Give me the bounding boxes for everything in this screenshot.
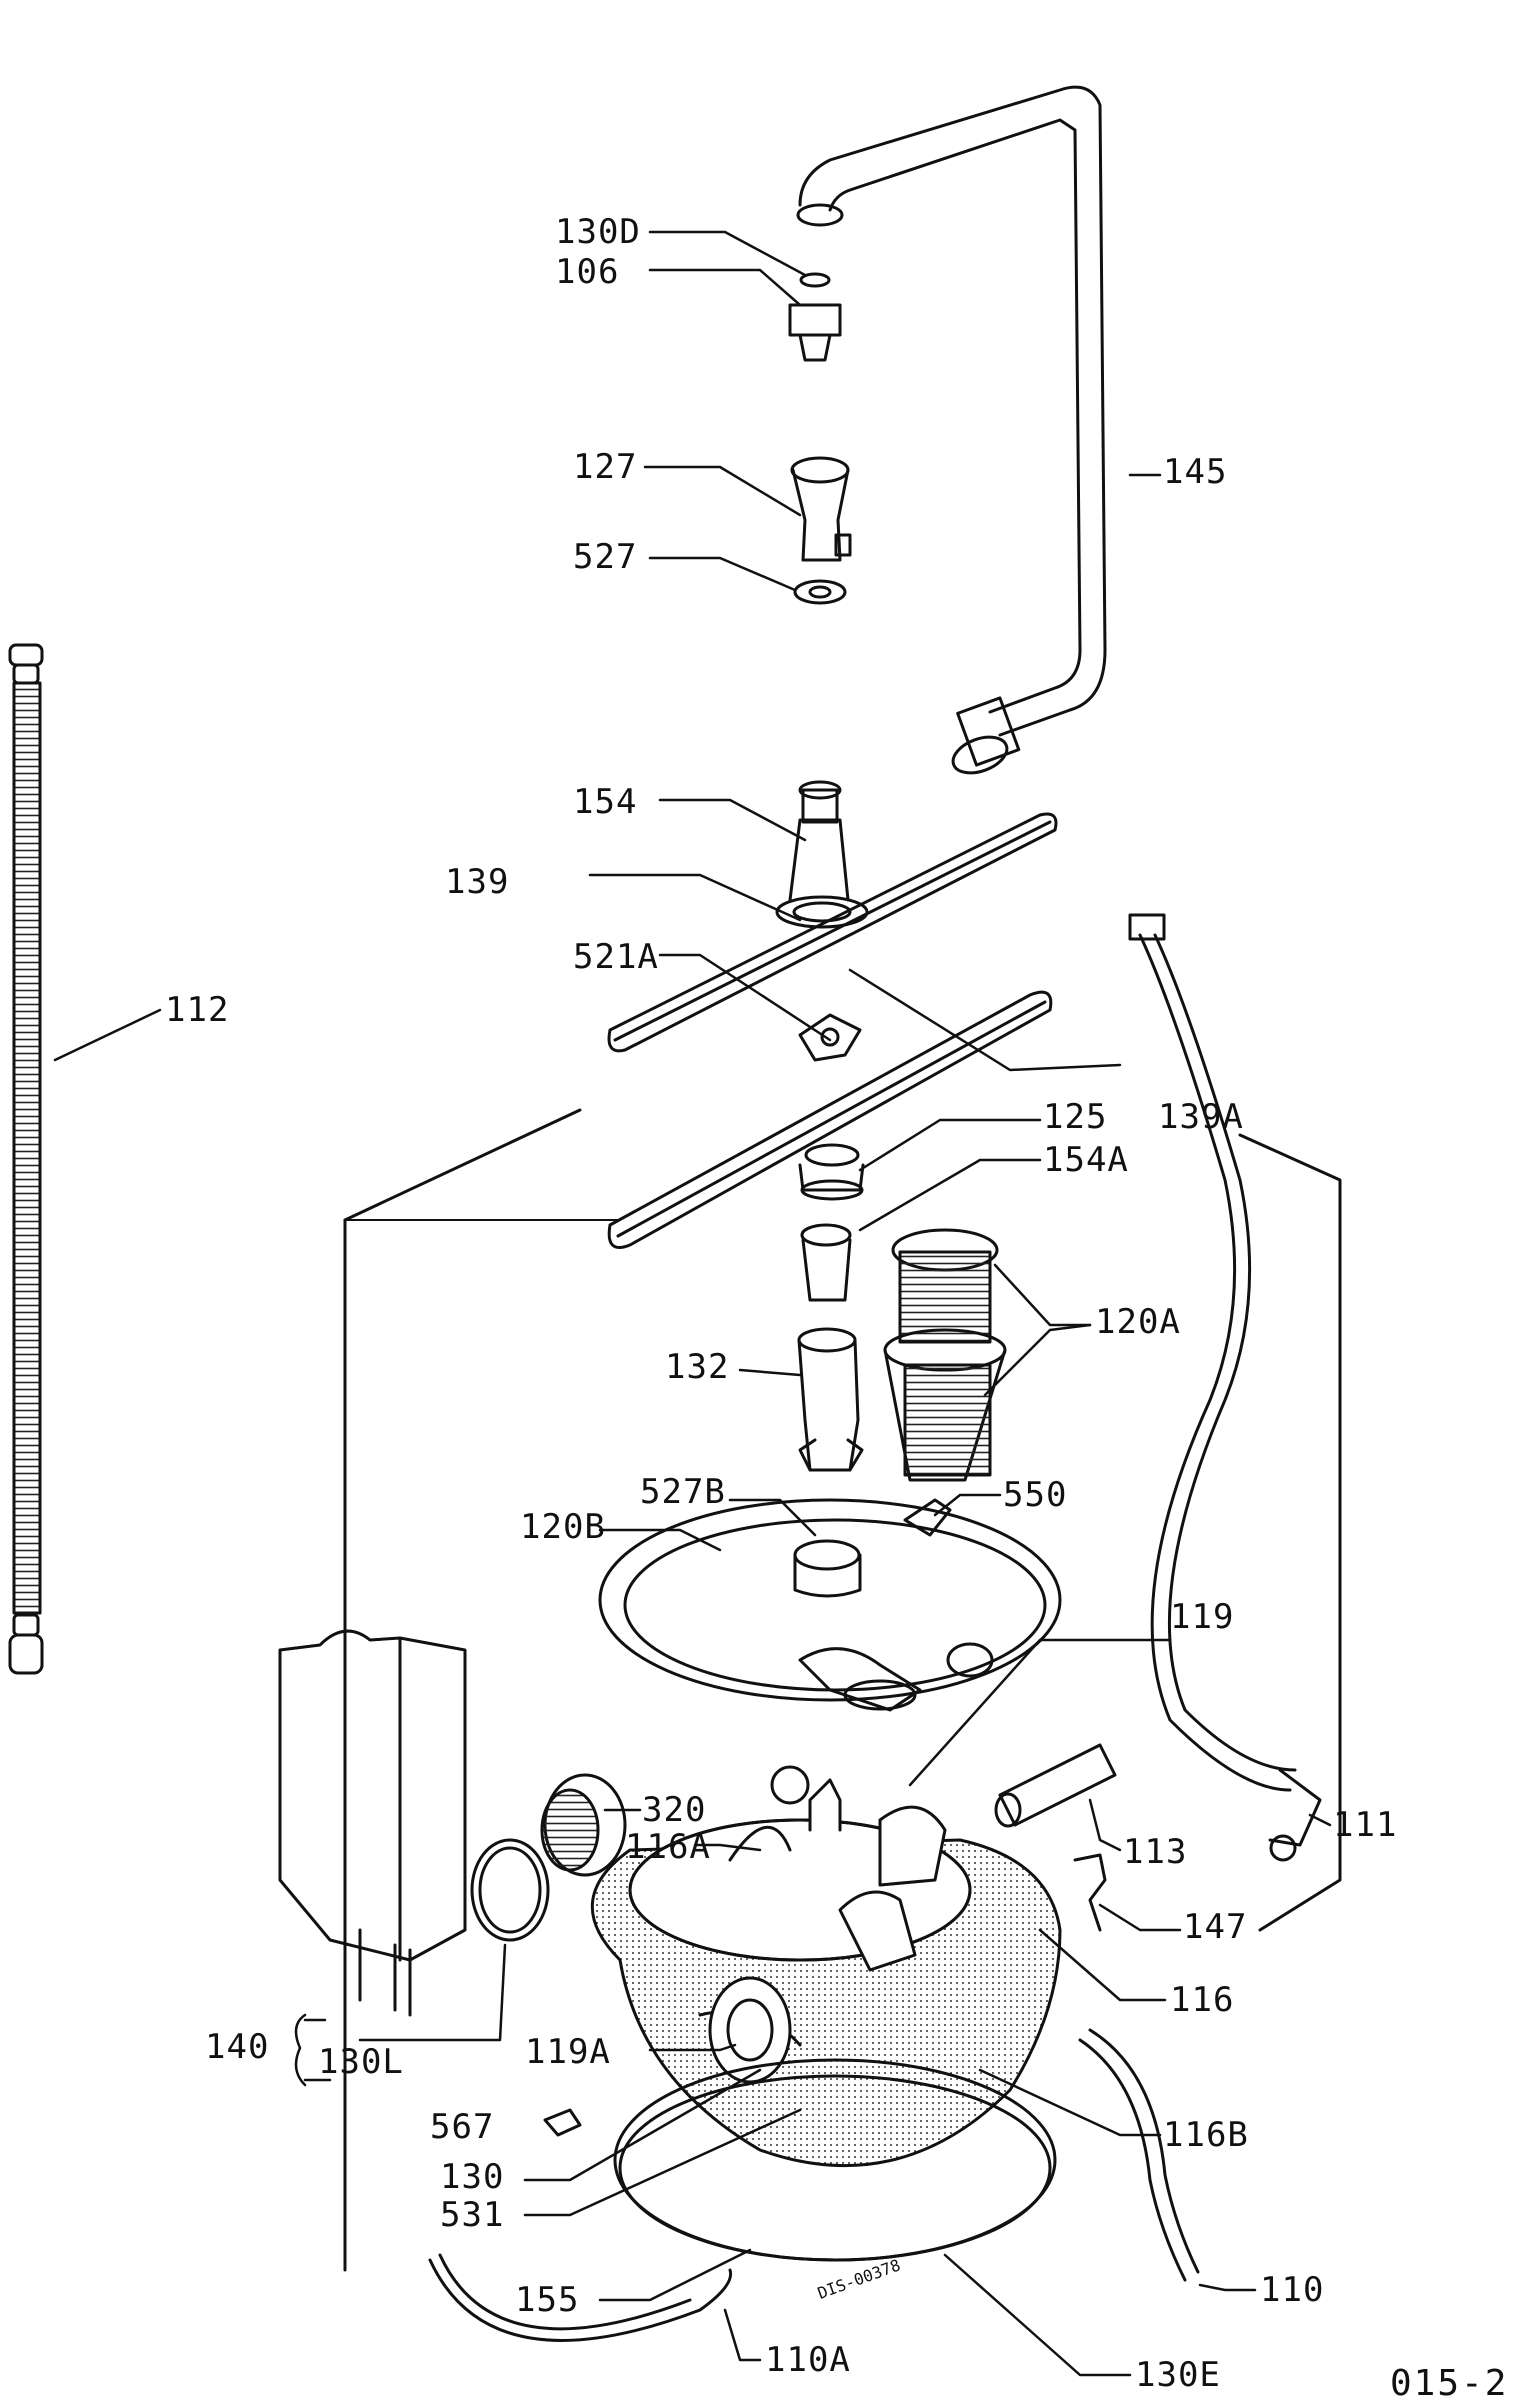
label-110a: 110A: [765, 2340, 851, 2380]
label-110: 110: [1260, 2270, 1325, 2310]
part-154a-nozzle: [800, 1223, 852, 1302]
label-567: 567: [430, 2107, 495, 2147]
label-320: 320: [642, 1790, 707, 1830]
label-120a: 120A: [1095, 1302, 1181, 1342]
part-120a-filters: [883, 1228, 1007, 1482]
label-127: 127: [573, 447, 638, 487]
label-139a: 139A: [1158, 1097, 1244, 1137]
label-154a: 154A: [1043, 1140, 1129, 1180]
page-code: 015-2: [1390, 2363, 1509, 2404]
part-120b-filter-plate: [598, 1498, 1062, 1712]
label-112: 112: [165, 990, 230, 1030]
label-154: 154: [573, 782, 638, 822]
part-110-hose: [1078, 2028, 1200, 2282]
part-113-valve: [994, 1743, 1117, 1828]
part-139a-lower-spray-arm: [607, 990, 1053, 1249]
part-106-nut: [788, 303, 842, 362]
label-116: 116: [1170, 1980, 1235, 2020]
part-127-connector: [790, 456, 852, 562]
label-125: 125: [1043, 1097, 1108, 1137]
label-130e: 130E: [1135, 2355, 1221, 2395]
label-147: 147: [1183, 1907, 1248, 1947]
label-521a: 521A: [573, 937, 659, 977]
label-106: 106: [555, 252, 620, 292]
label-132: 132: [665, 1347, 730, 1387]
housing-outline: [343, 1108, 1342, 2272]
part-139-upper-spray-arm: [607, 780, 1058, 1053]
label-531: 531: [440, 2195, 505, 2235]
label-130: 130: [440, 2157, 505, 2197]
label-116a: 116A: [625, 1827, 711, 1867]
part-527-ring: [793, 579, 847, 605]
part-130e-tub-seal: [613, 2058, 1057, 2262]
label-119: 119: [1170, 1597, 1235, 1637]
part-320-filter-disc: [540, 1773, 627, 1877]
part-567-clip: [543, 2108, 582, 2137]
label-111: 111: [1333, 1805, 1398, 1845]
part-140-softener-box: [278, 1629, 467, 2017]
label-120b: 120B: [520, 1507, 606, 1547]
leader-lines: [53, 230, 1332, 2377]
label-145: 145: [1163, 452, 1228, 492]
part-116-sump: [590, 1765, 1062, 2168]
part-110a-hose: [428, 2253, 733, 2342]
part-130l-seal: [470, 1838, 550, 1942]
label-113: 113: [1123, 1832, 1188, 1872]
part-550-clip: [903, 1498, 952, 1537]
part-111-inlet-hose: [1128, 913, 1322, 1862]
part-112-corrugated-hose: [8, 643, 44, 1675]
label-550: 550: [1003, 1475, 1068, 1515]
part-521a-clip: [798, 1013, 862, 1062]
label-116b: 116B: [1163, 2115, 1249, 2155]
label-139: 139: [445, 862, 510, 902]
label-527b: 527B: [640, 1472, 726, 1512]
label-130l: 130L: [318, 2042, 404, 2082]
part-125-bearing: [798, 1163, 865, 1201]
part-145-spray-tube: [796, 85, 1107, 775]
label-155: 155: [515, 2280, 580, 2320]
part-132-tube: [797, 1327, 864, 1472]
label-527: 527: [573, 537, 638, 577]
label-130d: 130D: [555, 212, 641, 252]
part-147-clip: [1073, 1853, 1107, 1932]
part-130d-washer: [799, 272, 831, 288]
label-140: 140: [205, 2027, 270, 2067]
label-119a: 119A: [525, 2032, 611, 2072]
